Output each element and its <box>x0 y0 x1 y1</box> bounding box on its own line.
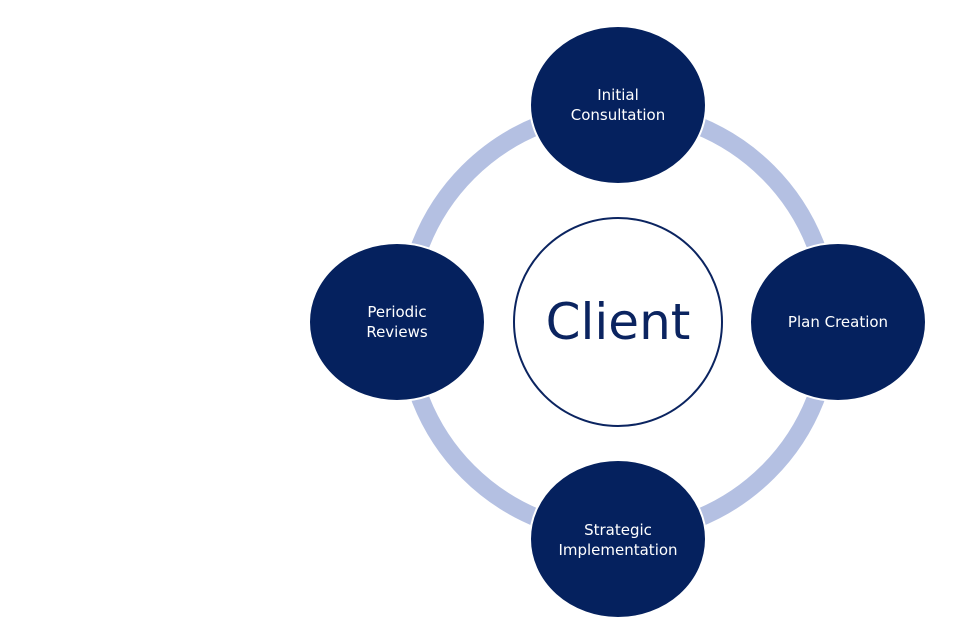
node-circle <box>529 459 707 619</box>
node-plan-creation: Plan Creation <box>749 242 927 402</box>
node-initial-consultation: Initial Consultation <box>529 25 707 185</box>
node-circle <box>529 25 707 185</box>
center-node: Client <box>513 217 723 427</box>
node-label-line1: Plan Creation <box>788 313 888 331</box>
center-label: Client <box>546 293 691 351</box>
node-label-line1: Initial <box>597 86 639 104</box>
node-strategic-implementation: Strategic Implementation <box>529 459 707 619</box>
node-label-line2: Reviews <box>366 323 428 341</box>
node-label-line2: Implementation <box>558 541 677 559</box>
node-label-line2: Consultation <box>571 106 665 124</box>
node-label-line1: Periodic <box>367 303 426 321</box>
center-circle <box>513 217 723 427</box>
node-periodic-reviews: Periodic Reviews <box>308 242 486 402</box>
node-circle <box>749 242 927 402</box>
node-circle <box>308 242 486 402</box>
node-label-line1: Strategic <box>584 521 652 539</box>
